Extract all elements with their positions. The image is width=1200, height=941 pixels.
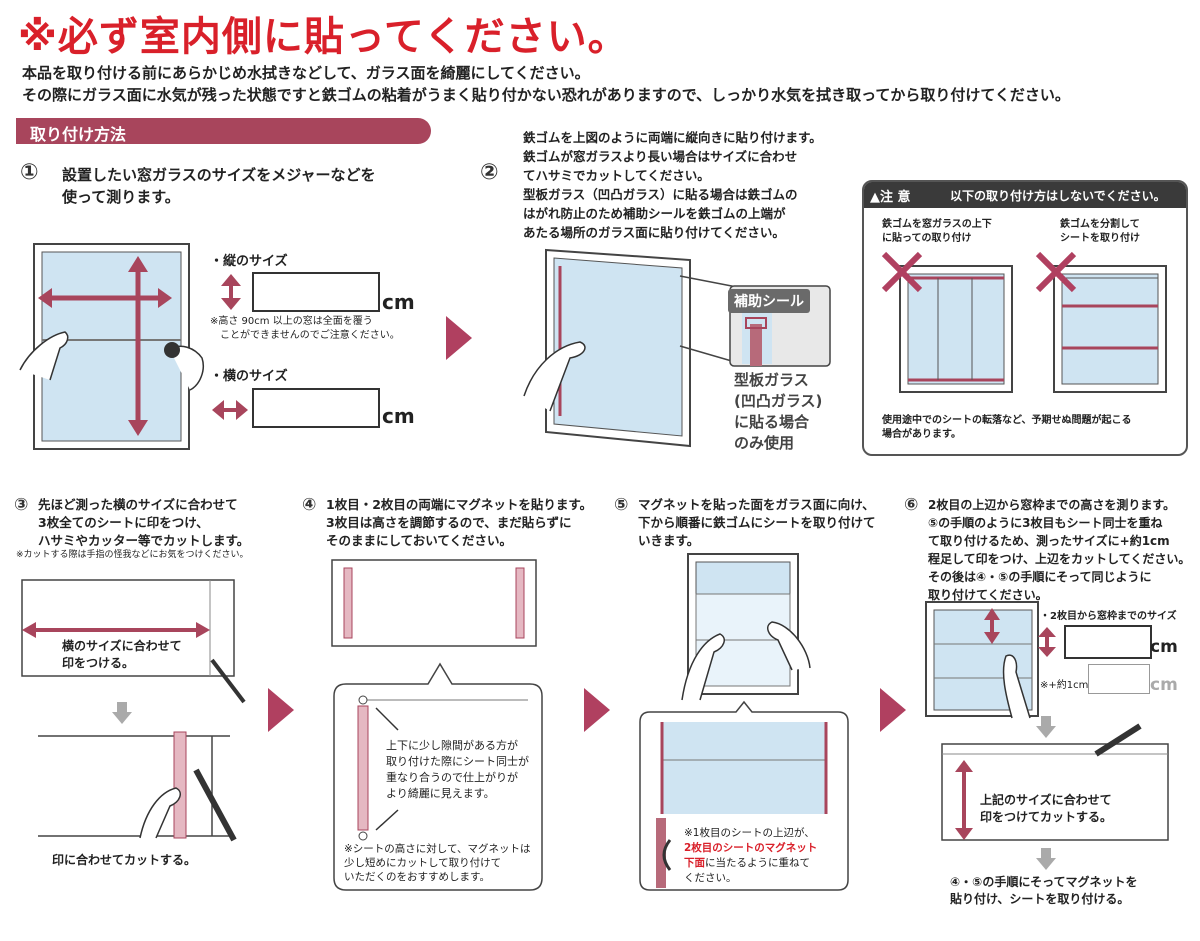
step5-note-pre: ※1枚目のシートの上辺が、 <box>684 827 815 839</box>
hand <box>1002 654 1031 719</box>
height-arrow-icon <box>221 274 241 310</box>
callout-label: 補助シール <box>728 289 810 313</box>
callout-note: 型板ガラス (凹凸ガラス) に貼る場合 のみ使用 <box>734 371 823 452</box>
hand-right <box>767 621 811 671</box>
height-size-label: ・縦のサイズ <box>210 254 288 269</box>
step1-number: ① <box>20 160 39 185</box>
step4-note: ※シートの高さに対して、マグネットは 少し短めにカットして取り付けて いただくの… <box>344 843 531 883</box>
cutter-icon <box>193 768 237 842</box>
down-arrow-icon <box>112 702 132 724</box>
step4-detail-bubble <box>333 662 543 891</box>
intro-line-2: その際にガラス面に水気が残った状態ですと鉄ゴムの粘着がうまく貼り付かない恐れがあ… <box>22 86 1070 104</box>
step6-text: 2枚目の上辺から窓枠までの高さを測ります。 ⑤の手順のように3枚目もシート同士を… <box>928 498 1191 602</box>
height-unit: cm <box>382 290 415 314</box>
step6-extra-unit: cm <box>1150 675 1178 695</box>
step6-extra-label: ※+約1cm <box>1040 680 1089 691</box>
width-unit: cm <box>382 404 415 428</box>
section-title: 取り付け方法 <box>30 125 127 144</box>
step2-window-illustration <box>523 248 831 448</box>
arrow-step1-to-step2 <box>446 316 472 360</box>
step3-mark-label: 横のサイズに合わせて 印をつける。 <box>62 639 182 670</box>
down-arrow-icon <box>1036 716 1056 738</box>
step1-note: ※高さ 90cm 以上の窓は全面を覆う ことができませんのでご注意ください。 <box>210 316 400 341</box>
step5-text: マグネットを貼った面をガラス面に向け、 下から順番に鉄ゴムにシートを取り付けて … <box>638 497 876 548</box>
caution-tag: ▲注 意 <box>870 190 911 205</box>
window-glass <box>41 251 182 442</box>
hand <box>139 787 181 839</box>
step1-text: 設置したい窓ガラスのサイズをメジャーなどを 使って測ります。 <box>62 166 376 206</box>
down-arrow-icon <box>1036 848 1056 870</box>
height-size-input[interactable] <box>252 272 380 312</box>
callout-magnet <box>750 324 762 366</box>
caution-title: 以下の取り付け方はしないでください。 <box>950 189 1166 203</box>
caution-case1-illustration <box>881 251 1013 393</box>
step6-size-input[interactable] <box>1064 625 1152 659</box>
step5-detail-bubble <box>639 700 849 891</box>
step4-sheet-illustration <box>331 559 537 647</box>
hand <box>523 341 586 412</box>
step5-window-illustration <box>681 553 811 701</box>
caution-header: ▲注 意 以下の取り付け方はしないでください。 <box>864 182 1186 208</box>
step5-number: ⑤ <box>614 495 629 515</box>
width-arrow-icon <box>212 400 248 420</box>
step6-number: ⑥ <box>904 495 919 515</box>
caution-case2-illustration <box>1035 251 1167 393</box>
step5-note: ※1枚目のシートの上辺が、 2枚目のシートのマグネット 下面に当たるように重ねて … <box>684 826 817 886</box>
step3-mark-illustration <box>21 579 246 704</box>
width-size-input[interactable] <box>252 388 380 428</box>
step6-mark-label: 上記のサイズに合わせて 印をつけてカットする。 <box>980 793 1113 824</box>
caution-box: ▲注 意 以下の取り付け方はしないでください。 鉄ゴムを窓ガラスの上下 に貼って… <box>862 180 1188 456</box>
caution-footer: 使用途中でのシートの転落など、予期せぬ問題が起こる 場合があります。 <box>882 415 1132 440</box>
step4-number: ④ <box>302 495 317 515</box>
callout-assist-seal <box>745 317 767 329</box>
width-size-label: ・横のサイズ <box>210 369 288 384</box>
section-bar: 取り付け方法 <box>16 118 431 144</box>
arrow-step5-to-step6 <box>880 688 906 732</box>
left-hand <box>19 331 69 381</box>
magnet-left <box>343 567 353 639</box>
step6-size-label: ・2枚目から窓枠までのサイズ <box>1040 611 1177 622</box>
caution-case2: 鉄ゴムを分割して シートを取り付け <box>1060 219 1140 244</box>
step6-cut-illustration <box>941 723 1169 841</box>
step6-window-illustration <box>925 601 1039 719</box>
cutter-icon <box>1094 723 1142 757</box>
intro-line-1: 本品を取り付ける前にあらかじめ水拭きなどして、ガラス面を綺麗にしてください。 <box>22 64 590 82</box>
step3-text: 先ほど測った横のサイズに合わせて 3枚全てのシートに印をつけ、 ハサミやカッター… <box>38 497 250 548</box>
step5-note-post: に当たるように重ねて ください。 <box>684 857 810 884</box>
arrow-step3-to-step4 <box>268 688 294 732</box>
step3-cut-illustration <box>38 731 237 842</box>
step3-note: ※カットする際は手指の怪我などにお気をつけください。 <box>16 550 249 560</box>
step4-text: 1枚目・2枚目の両端にマグネットを貼ります。 3枚目は高さを調節するので、まだ貼… <box>326 497 593 548</box>
step6-final: ④・⑤の手順にそってマグネットを 貼り付け、シートを取り付ける。 <box>950 875 1138 906</box>
right-hand <box>169 345 204 391</box>
step3-cut-label: 印に合わせてカットする。 <box>52 853 197 867</box>
step3-number: ③ <box>14 495 29 515</box>
magnet-right <box>515 567 525 639</box>
step6-height-arrow-icon <box>1038 627 1056 657</box>
arrow-step4-to-step5 <box>584 688 610 732</box>
hand-left <box>681 633 725 701</box>
caution-case1: 鉄ゴムを窓ガラスの上下 に貼っての取り付け <box>882 219 992 244</box>
step6-unit: cm <box>1150 637 1178 657</box>
step4-detail: 上下に少し隙間がある方が 取り付けた際にシート同士が 重なり合うので仕上がりが … <box>386 739 529 800</box>
step6-extra-input[interactable] <box>1088 664 1150 694</box>
step2-text: 鉄ゴムを上図のように両端に縦向きに貼り付けます。 鉄ゴムが窓ガラスより長い場合は… <box>523 130 822 240</box>
step5-note-red: 2枚目のシートのマグネット 下面 <box>684 842 818 869</box>
step1-window-illustration <box>19 243 204 450</box>
pen-icon <box>210 658 246 704</box>
page-title: ※必ず室内側に貼ってください。 <box>18 14 629 60</box>
tape-measure-body <box>164 342 180 358</box>
step2-number: ② <box>480 160 499 185</box>
